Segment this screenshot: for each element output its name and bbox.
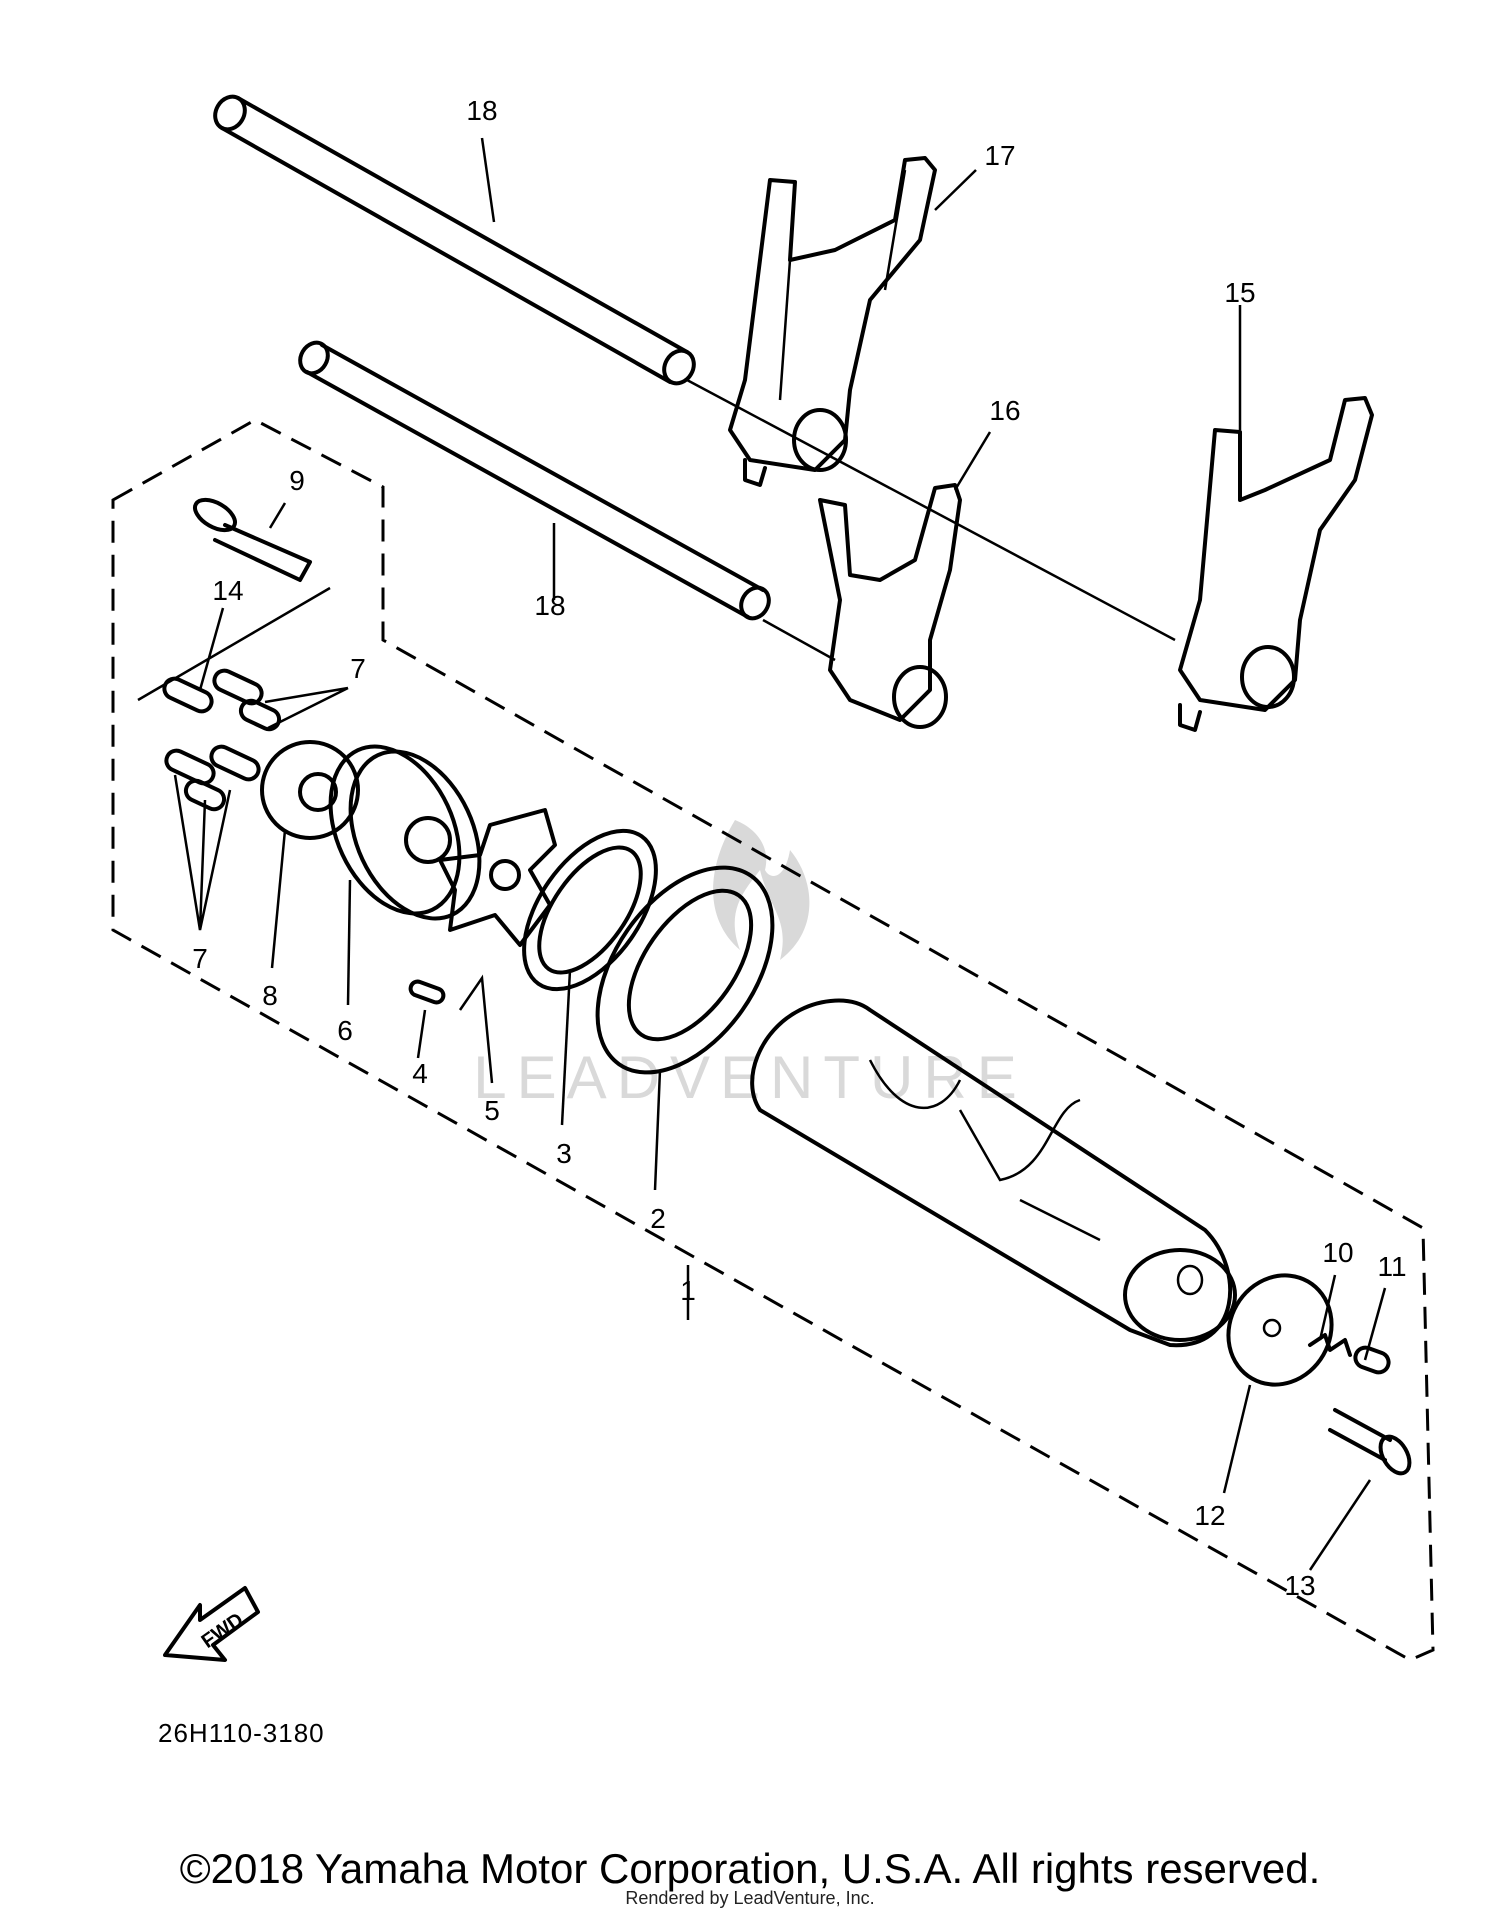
label-10: 10 (1322, 1237, 1353, 1268)
label-7-lower: 7 (192, 943, 208, 974)
assembly-boundary (111, 418, 1435, 1662)
label-15: 15 (1224, 277, 1255, 308)
label-14: 14 (212, 575, 243, 606)
rendered-by-text: Rendered by LeadVenture, Inc. (625, 1888, 875, 1908)
label-6: 6 (337, 1015, 353, 1046)
shift-fork-15 (1178, 396, 1374, 732)
segment-8 (260, 740, 360, 840)
part-code: 26H110-3180 (158, 1718, 325, 1748)
label-12: 12 (1194, 1500, 1225, 1531)
watermark: LEADVENTURE (473, 820, 1017, 1111)
screw-9 (193, 497, 312, 582)
label-3: 3 (556, 1138, 572, 1169)
label-4: 4 (412, 1058, 428, 1089)
callout-labels: 18 17 15 16 9 18 14 7 7 8 6 4 5 3 2 1 10… (192, 95, 1406, 1601)
stopper-5 (438, 808, 557, 947)
screw-13 (1328, 1408, 1412, 1476)
shift-fork-16 (818, 483, 962, 729)
pin-4 (408, 979, 446, 1005)
label-1: 1 (680, 1275, 696, 1306)
pin-11 (1353, 1345, 1391, 1375)
fork-centerline-2 (762, 618, 836, 662)
shift-cam-1 (750, 998, 1237, 1348)
leader-lines (137, 137, 1387, 1571)
fork-guide-bar-upper (213, 94, 696, 386)
label-9: 9 (289, 465, 305, 496)
label-11: 11 (1377, 1251, 1406, 1282)
label-18-upper: 18 (466, 95, 497, 126)
fork-centerline (686, 378, 1176, 642)
fork-guide-bar-lower (298, 340, 771, 621)
circlip-3 (522, 828, 658, 992)
label-2: 2 (650, 1203, 666, 1234)
label-7-upper: 7 (350, 653, 366, 684)
drum-segment-6 (328, 744, 482, 921)
label-17: 17 (984, 140, 1015, 171)
bearing-2 (595, 865, 775, 1075)
plate-12 (1226, 1273, 1334, 1387)
fwd-arrow-icon: FWD (163, 1586, 260, 1662)
label-13: 13 (1284, 1570, 1315, 1601)
label-8: 8 (262, 980, 278, 1011)
copyright-text: ©2018 Yamaha Motor Corporation, U.S.A. A… (179, 1845, 1321, 1892)
label-18-lower: 18 (534, 590, 565, 621)
label-5: 5 (484, 1095, 500, 1126)
label-16: 16 (989, 395, 1020, 426)
shift-fork-17 (728, 156, 937, 487)
pins-7-14 (162, 668, 282, 812)
